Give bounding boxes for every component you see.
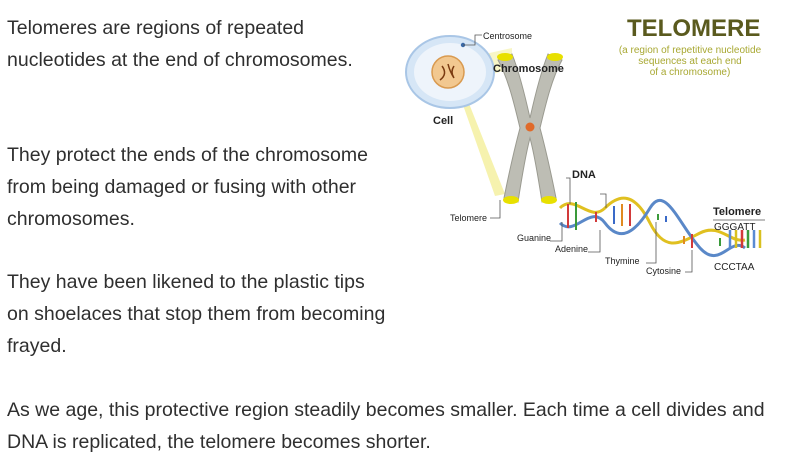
label-chromosome: Chromosome xyxy=(493,63,564,75)
diagram-subtitle-line-3: of a chromosome) xyxy=(650,67,731,78)
label-thymine: Thymine xyxy=(605,256,640,266)
label-dna: DNA xyxy=(572,169,596,181)
label-sequence-top: GGGATT xyxy=(714,222,755,233)
leader-lines xyxy=(463,34,765,273)
diagram-subtitle-line-1: (a region of repetitive nucleotide xyxy=(619,45,762,56)
chromosome-illustration xyxy=(497,53,563,204)
label-centrosome: Centrosome xyxy=(483,31,532,41)
label-telomere-right: Telomere xyxy=(713,206,761,218)
label-adenine: Adenine xyxy=(555,244,588,254)
paragraph-telomere-function: They protect the ends of the chromosome … xyxy=(7,144,368,230)
label-cytosine: Cytosine xyxy=(646,266,681,276)
paragraph-telomere-definition: Telomeres are regions of repeated nucleo… xyxy=(7,17,353,71)
paragraph-shoelace-analogy: They have been likened to the plastic ti… xyxy=(7,271,386,357)
diagram-title: TELOMERE xyxy=(627,15,760,42)
telomere-diagram: TELOMERE (a region of repetitive nucleot… xyxy=(405,15,765,276)
paragraph-aging: As we age, this protective region steadi… xyxy=(7,399,765,453)
label-sequence-bottom: CCCTAA xyxy=(714,262,755,273)
label-telomere-left: Telomere xyxy=(450,213,487,223)
dna-helix xyxy=(558,196,762,257)
cell-illustration xyxy=(405,35,495,109)
diagram-subtitle-line-2: sequences at each end xyxy=(638,56,741,67)
label-cell: Cell xyxy=(433,115,453,127)
label-guanine: Guanine xyxy=(517,233,551,243)
